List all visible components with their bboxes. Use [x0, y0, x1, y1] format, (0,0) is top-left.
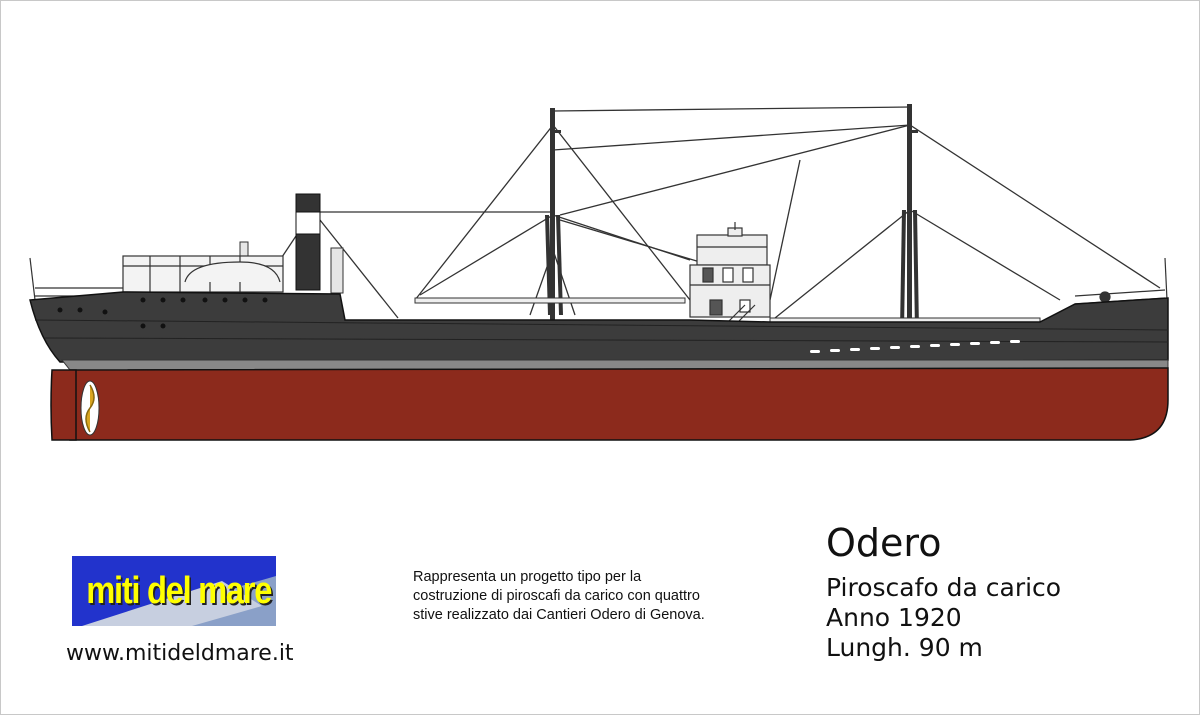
funnel — [239, 193, 344, 294]
bow-railing — [1074, 257, 1168, 305]
portholes — [57, 297, 268, 329]
ship-illustration — [29, 104, 1169, 441]
bow-portholes — [810, 340, 1020, 353]
ship-description: Rappresenta un progetto tipo per la cost… — [413, 569, 705, 623]
ship-year: Anno 1920 — [826, 603, 962, 632]
ship-length: Lungh. 90 m — [826, 633, 983, 662]
rudder — [50, 369, 77, 441]
website-link[interactable]: www.mitideldmare.it — [66, 641, 294, 666]
logo-text: miti del mare — [86, 570, 272, 612]
masts — [545, 104, 919, 330]
bridge — [689, 222, 771, 361]
hatch-cover — [414, 297, 686, 304]
ship-type: Piroscafo da carico — [826, 573, 1062, 602]
miti-del-mare-logo: miti del mare — [72, 556, 276, 626]
hull-lower — [69, 367, 1169, 441]
hull-upper — [29, 291, 1169, 363]
ship-name: Odero — [826, 521, 942, 565]
stern-house — [29, 255, 284, 301]
